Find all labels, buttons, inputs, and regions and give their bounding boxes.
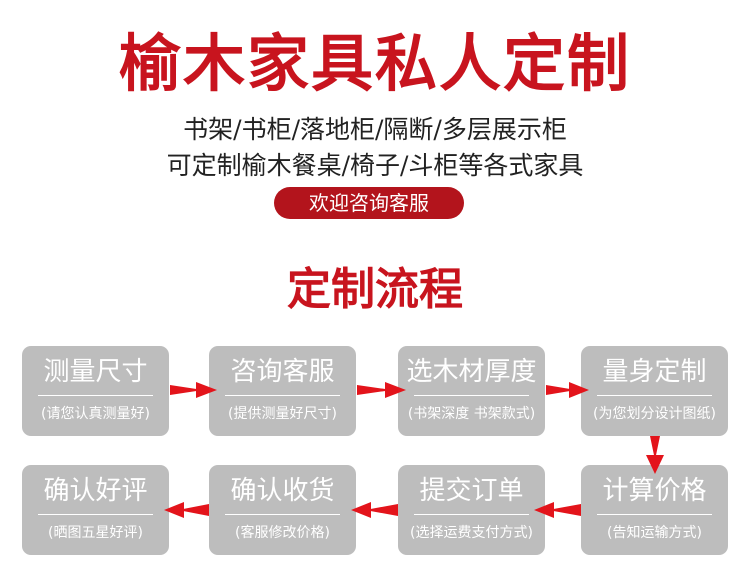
step-divider <box>597 395 712 396</box>
arrow-right-icon <box>170 382 217 398</box>
step-review: 确认好评 (晒图五星好评) <box>22 465 169 555</box>
step-title: 选木材厚度 <box>406 357 537 387</box>
step-subtitle: (为您划分设计图纸) <box>593 406 716 422</box>
arrow-right-icon <box>546 382 589 398</box>
step-subtitle: (晒图五星好评) <box>48 525 143 541</box>
arrow-down-icon <box>646 436 664 474</box>
step-divider <box>414 514 529 515</box>
arrow-left-icon <box>534 502 581 518</box>
step-price: 计算价格 (告知运输方式) <box>581 465 728 555</box>
step-subtitle: (请您认真测量好) <box>41 406 150 422</box>
step-title: 确认收货 <box>230 476 335 506</box>
step-subtitle: (书架深度 书架款式) <box>407 406 536 422</box>
step-title: 测量尺寸 <box>43 357 148 387</box>
contact-service-button[interactable]: 欢迎咨询客服 <box>274 187 464 219</box>
step-divider <box>38 514 153 515</box>
step-consult: 咨询客服 (提供测量好尺寸) <box>209 346 356 436</box>
step-divider <box>225 395 340 396</box>
arrow-right-icon <box>357 382 406 398</box>
arrow-left-icon <box>164 502 209 518</box>
product-range-line: 书架/书柜/落地柜/隔断/多层展示柜 <box>183 115 567 144</box>
step-divider <box>414 395 529 396</box>
step-title: 咨询客服 <box>230 357 335 387</box>
step-divider <box>38 395 153 396</box>
step-subtitle: (客服修改价格) <box>235 525 330 541</box>
step-divider <box>225 514 340 515</box>
step-title: 确认好评 <box>43 476 148 506</box>
process-title: 定制流程 <box>287 264 463 315</box>
step-subtitle: (选择运费支付方式) <box>410 525 533 541</box>
step-subtitle: (提供测量好尺寸) <box>228 406 337 422</box>
page-title: 榆木家具私人定制 <box>118 27 631 100</box>
step-subtitle: (告知运输方式) <box>607 525 702 541</box>
step-receive: 确认收货 (客服修改价格) <box>209 465 356 555</box>
arrow-left-icon <box>351 502 398 518</box>
step-title: 计算价格 <box>602 476 707 506</box>
step-title: 量身定制 <box>602 357 707 387</box>
custom-furniture-line: 可定制榆木餐桌/椅子/斗柜等各式家具 <box>166 151 584 180</box>
step-measure: 测量尺寸 (请您认真测量好) <box>22 346 169 436</box>
step-order: 提交订单 (选择运费支付方式) <box>398 465 545 555</box>
step-choose-wood: 选木材厚度 (书架深度 书架款式) <box>398 346 545 436</box>
step-tailor: 量身定制 (为您划分设计图纸) <box>581 346 728 436</box>
step-divider <box>597 514 712 515</box>
step-title: 提交订单 <box>419 476 524 506</box>
